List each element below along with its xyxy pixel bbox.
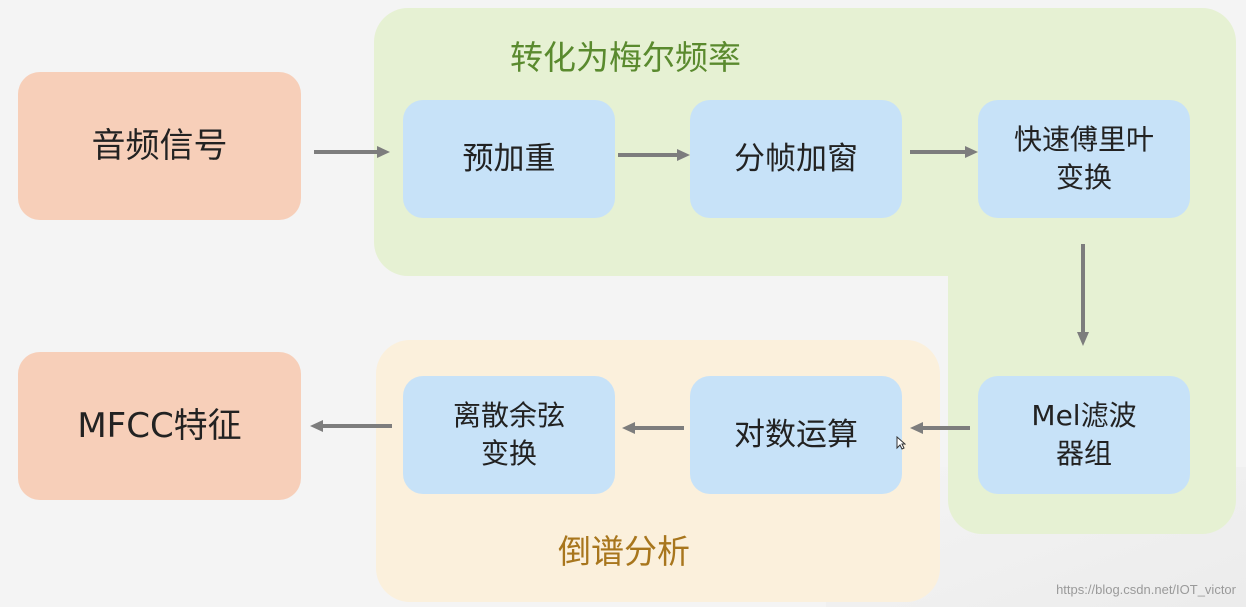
audio-signal-node: 音频信号 (18, 72, 301, 220)
arrow-preemphasis-to-framing (618, 149, 690, 161)
arrow-fft-to-mel-filter (1077, 244, 1089, 346)
fft-label-line-2: 变换 (1055, 161, 1112, 194)
log-operation-node: 对数运算 (690, 376, 902, 494)
mel-filter-bank-node: Mel滤波 器组 (978, 376, 1190, 494)
arrow-dct-to-mfcc (310, 420, 392, 432)
arrow-mel-filter-to-log (910, 422, 970, 434)
mfcc-feature-node: MFCC特征 (18, 352, 301, 500)
audio-signal-label: 音频信号 (91, 126, 228, 166)
dct-label-line-2: 变换 (480, 437, 537, 470)
mfcc-feature-label: MFCC特征 (77, 406, 242, 446)
pre-emphasis-node: 预加重 (403, 100, 615, 218)
pre-emphasis-label: 预加重 (462, 141, 556, 177)
mel-frequency-region-title: 转化为梅尔频率 (510, 38, 741, 77)
arrow-framing-to-fft (910, 146, 978, 158)
mel-filter-bank-label-line-1: Mel滤波 (1031, 399, 1137, 432)
mel-filter-bank-label-line-2: 器组 (1055, 437, 1112, 470)
log-operation-label: 对数运算 (734, 417, 858, 453)
dct-label-line-1: 离散余弦 (452, 399, 565, 432)
arrow-audio-to-preemphasis (314, 146, 390, 158)
fft-node: 快速傅里叶 变换 (978, 100, 1190, 218)
framing-windowing-node: 分帧加窗 (690, 100, 902, 218)
fft-label-line-1: 快速傅里叶 (1013, 123, 1154, 156)
mouse-cursor-icon (896, 436, 906, 450)
dct-node: 离散余弦 变换 (403, 376, 615, 494)
arrow-log-to-dct (622, 422, 684, 434)
cepstrum-analysis-region-title: 倒谱分析 (558, 532, 690, 571)
framing-windowing-label: 分帧加窗 (734, 141, 858, 177)
watermark-url: https://blog.csdn.net/IOT_victor (1056, 582, 1236, 597)
